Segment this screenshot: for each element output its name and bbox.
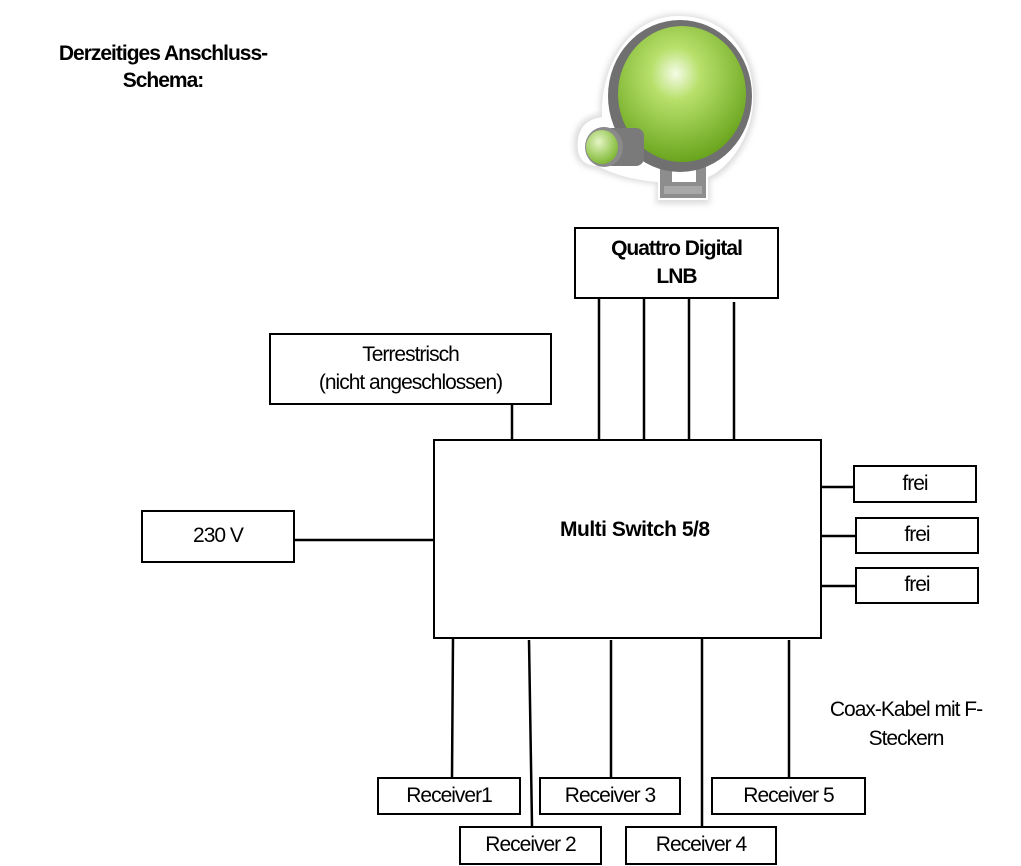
receiver-label: Receiver 4 xyxy=(655,833,747,857)
receiver-label: Receiver 3 xyxy=(564,783,656,807)
cable-caption-line-1: Coax-Kabel mit F- xyxy=(829,698,983,721)
receiver-label: Receiver1 xyxy=(406,783,493,807)
diagram-title: Derzeitiges Anschluss- Schema: xyxy=(18,40,308,95)
satellite-dish-icon xyxy=(573,14,757,204)
free-port-label: frei xyxy=(904,523,930,547)
cable-caption: Coax-Kabel mit F- Steckern xyxy=(798,695,1014,754)
lnb-label-line-2: LNB xyxy=(656,265,697,288)
receiver-box: Receiver 5 xyxy=(711,777,866,815)
wire-receiver-1 xyxy=(450,637,455,779)
receiver-box: Receiver 4 xyxy=(625,826,777,865)
free-port-box: frei xyxy=(855,517,979,554)
receiver-box: Receiver 2 xyxy=(459,826,602,865)
wire-receiver-2 xyxy=(527,639,534,827)
cable-caption-line-2: Steckern xyxy=(868,727,945,751)
multiswitch-box xyxy=(433,439,822,639)
lnb-box: Quattro Digital LNB xyxy=(574,227,779,299)
multiswitch-label: Multi Switch 5/8 xyxy=(560,518,710,541)
receiver-label: Receiver 5 xyxy=(743,783,834,807)
receiver-box: Receiver 3 xyxy=(539,777,681,815)
terrestrial-label-line-2: (nicht angeschlossen) xyxy=(318,371,503,394)
title-line-2: Schema: xyxy=(122,69,205,93)
terrestrial-box: Terrestrisch (nicht angeschlossen) xyxy=(269,333,552,405)
receiver-label: Receiver 2 xyxy=(485,833,576,857)
free-port-box: frei xyxy=(853,465,977,503)
receiver-box: Receiver1 xyxy=(377,777,521,815)
power-label: 230 V xyxy=(193,524,244,548)
lnb-label-line-1: Quattro Digital xyxy=(611,236,743,260)
free-port-label: frei xyxy=(902,471,928,495)
free-port-box: frei xyxy=(855,567,979,604)
free-port-label: frei xyxy=(904,573,930,597)
power-supply-box: 230 V xyxy=(141,510,295,563)
title-line-1: Derzeitiges Anschluss- xyxy=(58,42,268,65)
terrestrial-label-line-1: Terrestrisch xyxy=(362,342,460,366)
